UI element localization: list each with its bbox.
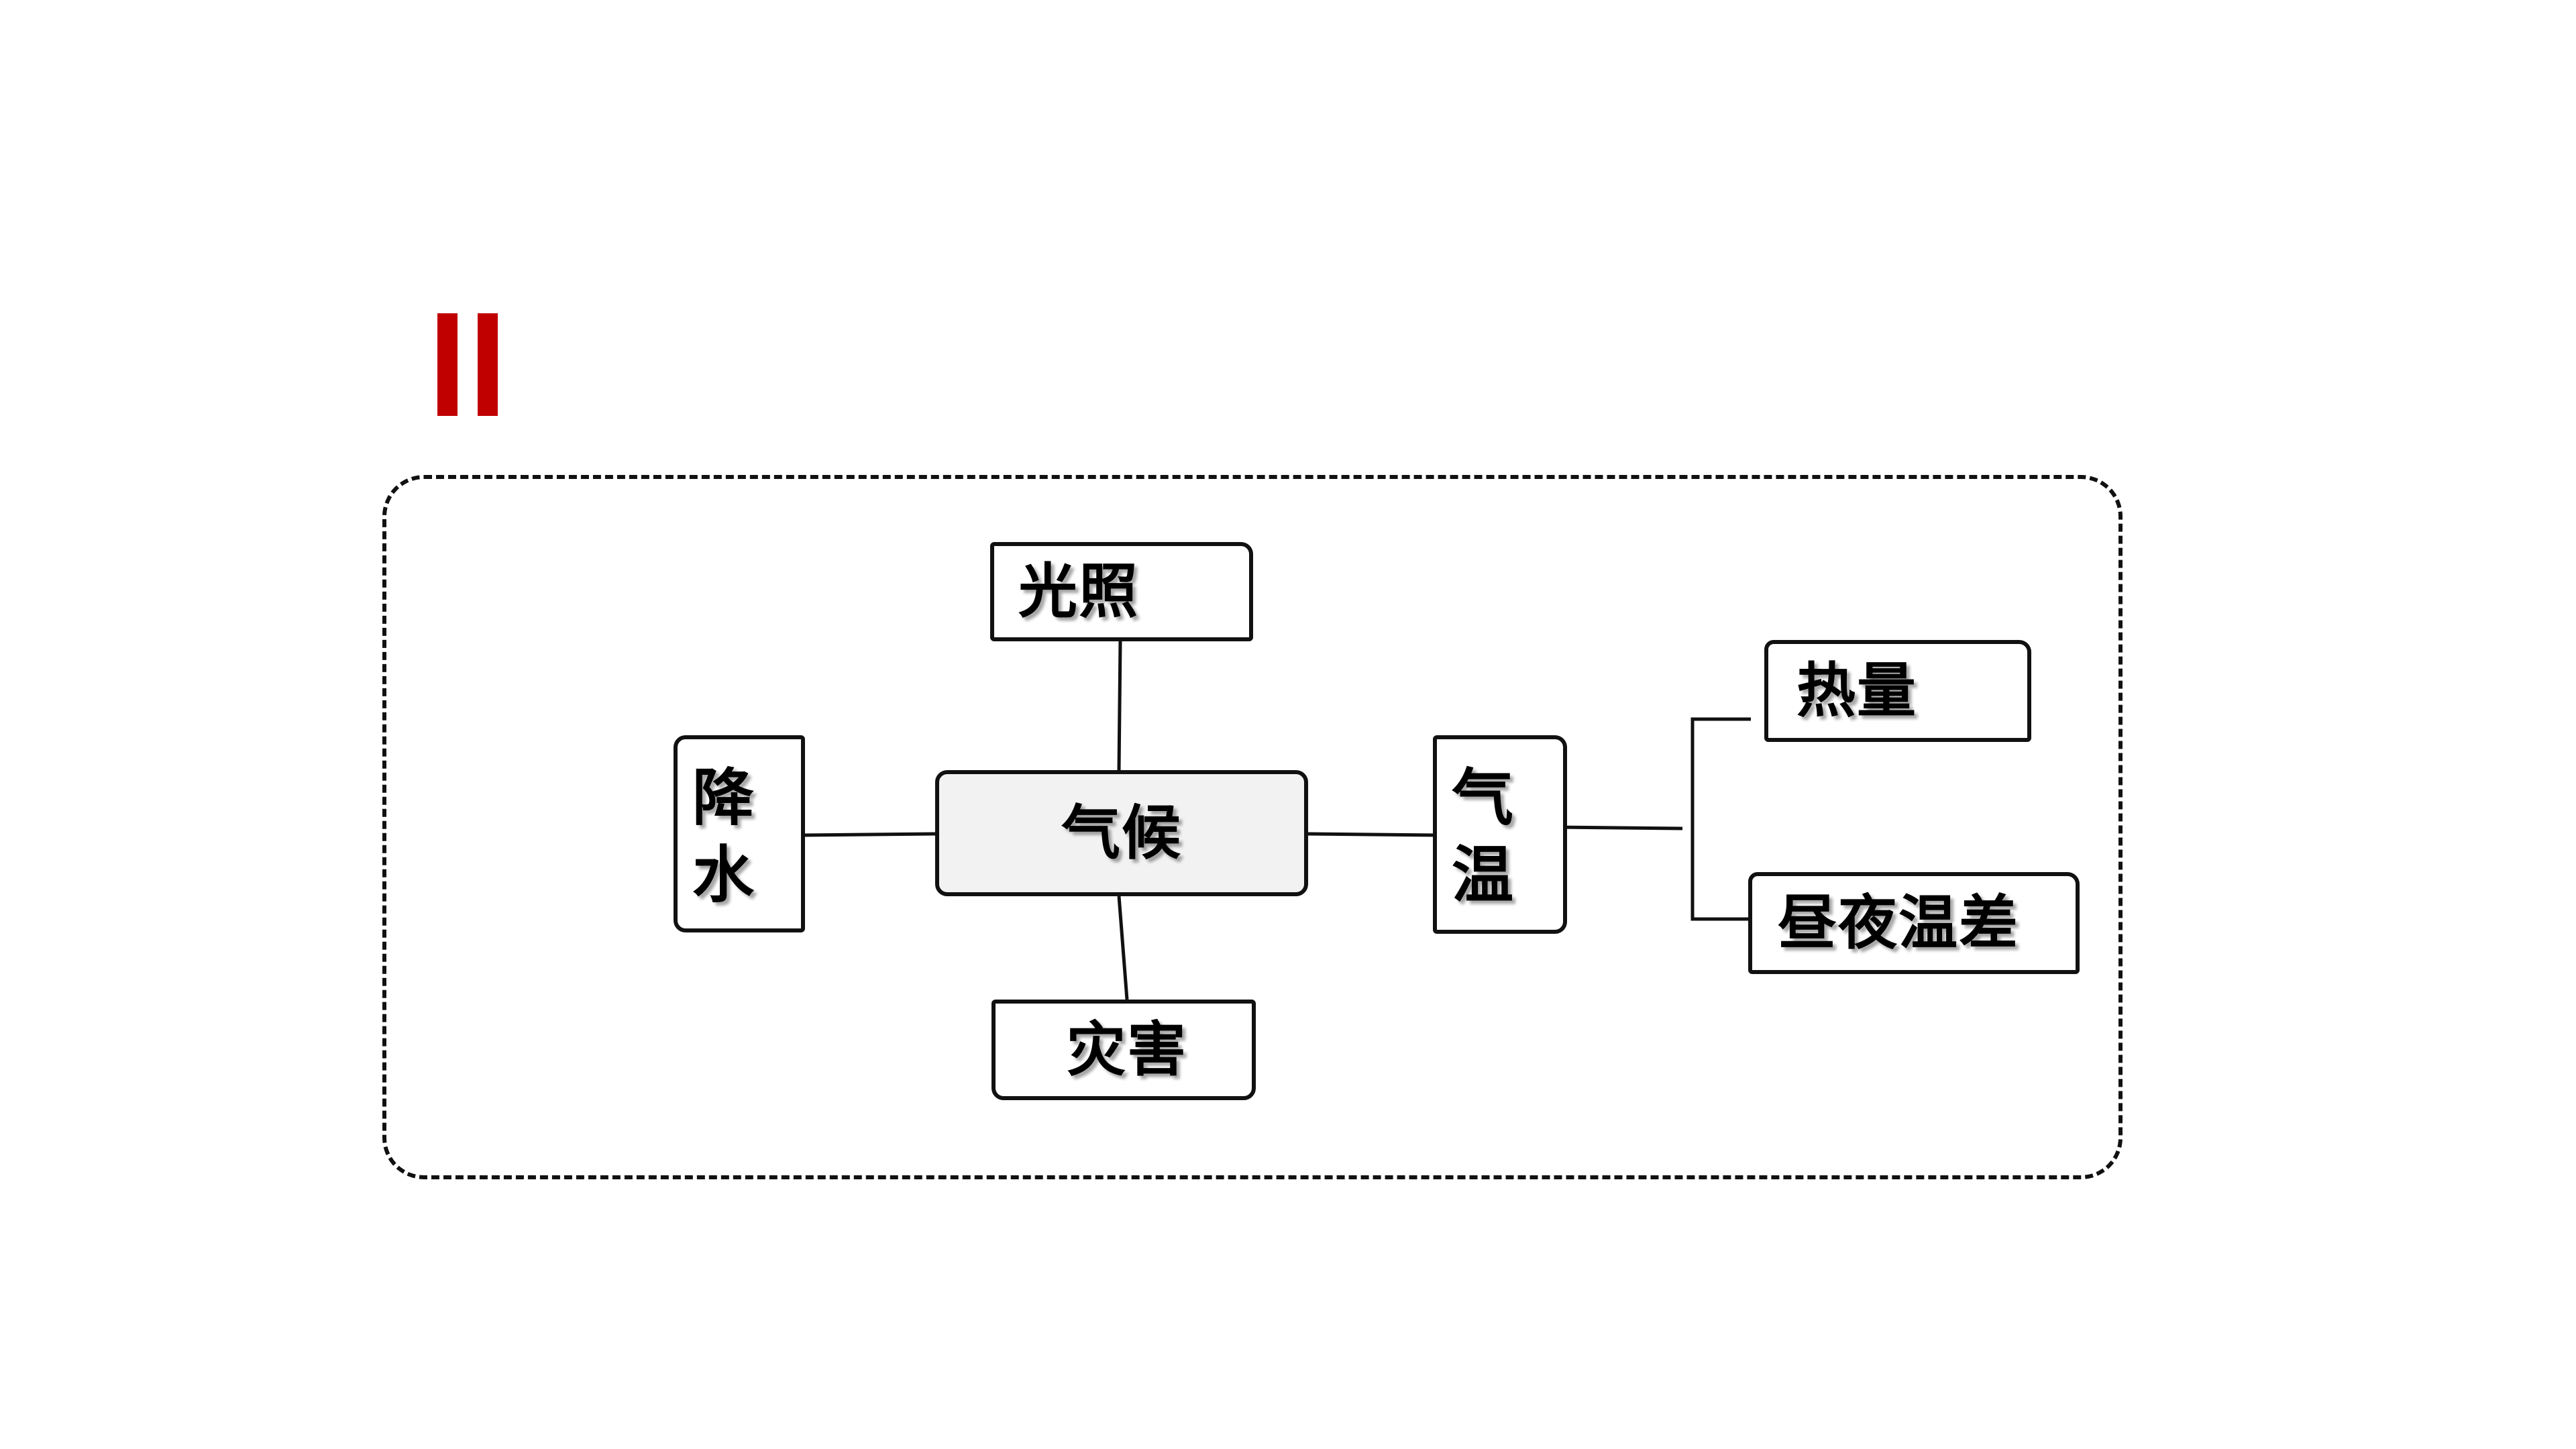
node-disaster: 灾害 [991,1000,1256,1100]
node-climate-center: 气候 [935,770,1308,896]
node-heat: 热量 [1764,640,2031,742]
connector-center-temperature [1307,832,1438,837]
connector-center-disaster [1117,896,1129,1000]
accent-bar-left [437,313,458,416]
bracket [1690,717,1751,921]
node-diurnal-range: 昼夜温差 [1748,872,2080,974]
node-temperature: 气温 [1433,735,1567,934]
node-precipitation: 降水 [674,735,805,932]
dashed-frame [382,475,2123,1179]
node-light: 光照 [990,542,1253,641]
connector-temperature-bracket [1553,825,1683,830]
connector-center-precipitation [802,832,936,837]
connector-center-light [1117,641,1122,771]
accent-bar-right [478,313,498,416]
